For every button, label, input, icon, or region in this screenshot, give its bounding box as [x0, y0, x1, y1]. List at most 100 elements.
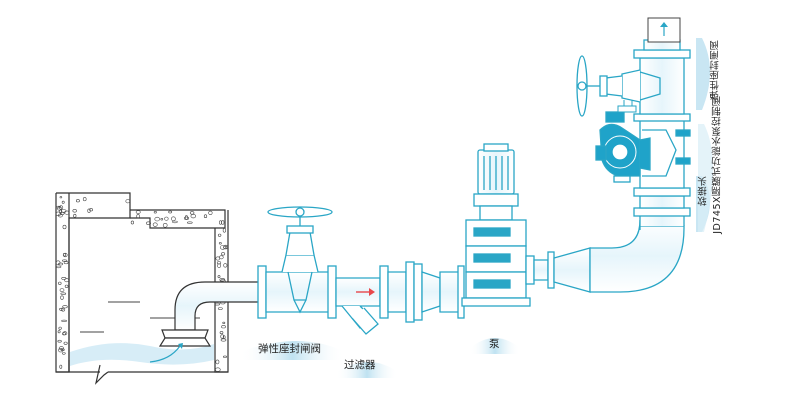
red-arrow-icon: [356, 288, 375, 296]
aggregate-dot: [61, 307, 66, 312]
aggregate-dot: [76, 199, 80, 203]
aggregate-dot: [55, 260, 61, 265]
aggregate-dot: [59, 209, 63, 214]
aggregate-dot: [58, 281, 62, 285]
aggregate-dot: [203, 214, 208, 218]
aggregate-dot: [220, 338, 227, 342]
aggregate-dot: [62, 305, 68, 309]
aggregate-dot: [62, 224, 67, 230]
aggregate-dot: [218, 242, 222, 245]
aggregate-dot: [219, 245, 226, 250]
aggregate-dot: [87, 208, 91, 213]
aggregate-dot: [57, 330, 61, 334]
aggregate-dot: [152, 222, 158, 227]
aggregate-dot: [58, 346, 65, 351]
label-filter: 过滤器: [344, 359, 376, 371]
aggregate-dot: [222, 228, 226, 233]
aggregate-dot: [223, 245, 228, 249]
control-valve: [595, 111, 691, 189]
aggregate-dot: [58, 348, 64, 353]
aggregate-dot: [217, 275, 221, 279]
aggregate-dot: [58, 262, 64, 266]
aggregate-dot: [59, 364, 63, 369]
aggregate-dot: [55, 205, 62, 209]
label-gate-valve: 弹性座封闸阀: [258, 343, 321, 355]
aggregate-dot: [172, 220, 178, 224]
aggregate-dot: [187, 221, 193, 224]
aggregate-dot: [59, 288, 65, 293]
label-top-gate-valve: 弹性座封闸阀: [710, 40, 721, 100]
aggregate-dot: [215, 367, 221, 372]
suction-line: [257, 206, 465, 335]
top-gate-valve: [576, 39, 691, 117]
aggregate-dot: [217, 233, 222, 237]
up-arrow-icon: [647, 17, 681, 43]
aggregate-dot: [63, 341, 68, 345]
aggregate-dot: [61, 352, 66, 355]
aggregate-dot: [125, 199, 131, 204]
aggregate-dot: [220, 334, 224, 339]
aggregate-dot: [72, 209, 77, 213]
aggregate-dot: [60, 209, 67, 213]
aggregate-dot: [153, 211, 157, 214]
aggregate-dot: [223, 355, 228, 358]
aggregate-dot: [61, 200, 65, 204]
aggregate-dot: [62, 253, 66, 257]
aggregate-dot: [57, 339, 62, 343]
aggregate-dot: [60, 292, 67, 295]
aggregate-dot: [130, 220, 134, 225]
aggregate-dot: [217, 307, 223, 310]
label-soft-joint: 软接头: [698, 176, 709, 206]
aggregate-dot: [171, 216, 176, 222]
suction-pipe: [158, 281, 263, 347]
label-waves: [240, 38, 713, 378]
aggregate-dot: [73, 213, 77, 218]
aggregate-dot: [64, 284, 69, 288]
label-pump: 泵: [489, 338, 500, 350]
aggregate-dot: [184, 216, 190, 220]
aggregate-dot: [221, 325, 226, 329]
aggregate-dot: [89, 208, 93, 212]
aggregate-dot: [184, 215, 188, 220]
aggregate-dot: [59, 196, 63, 199]
aggregate-dot: [60, 295, 64, 300]
aggregate-dot: [217, 263, 222, 268]
aggregate-dot: [64, 278, 70, 283]
aggregate-dot: [219, 220, 222, 225]
aggregate-dot: [221, 220, 225, 225]
aggregate-dot: [164, 216, 169, 221]
aggregate-dot: [208, 210, 213, 215]
aggregate-dot: [59, 307, 64, 311]
aggregate-dot: [58, 213, 63, 218]
label-control-valve: JD745X隔膜式功能水泵控制阀: [712, 96, 723, 234]
aggregate-dot: [62, 332, 67, 336]
pump: [461, 143, 531, 307]
aggregate-dot: [63, 261, 69, 265]
aggregate-dot: [222, 321, 226, 325]
aggregate-dot: [214, 302, 221, 306]
aggregate-dot: [219, 255, 224, 260]
aggregate-dot: [160, 218, 164, 221]
flow-arrow-icon: [149, 345, 181, 363]
aggregate-dot: [216, 261, 222, 265]
aggregate-dot: [57, 206, 62, 211]
aggregate-dot: [168, 210, 173, 214]
discharge-line: [525, 187, 691, 293]
aggregate-dot: [55, 265, 62, 269]
aggregate-dot: [136, 214, 140, 219]
aggregate-dot: [190, 214, 197, 219]
aggregate-dot: [222, 335, 226, 340]
aggregate-dot: [162, 223, 168, 228]
aggregate-dot: [135, 210, 141, 214]
aggregate-dot: [146, 221, 151, 225]
aggregate-dot: [154, 216, 160, 222]
aggregate-dot: [215, 359, 220, 365]
aggregate-dot: [221, 252, 226, 256]
aggregate-dot: [58, 326, 62, 330]
aggregate-dot: [82, 197, 87, 202]
aggregate-dot: [223, 263, 228, 268]
valve-accents: [617, 100, 637, 113]
aggregate-dot: [189, 211, 195, 215]
aggregate-dot: [219, 331, 224, 335]
